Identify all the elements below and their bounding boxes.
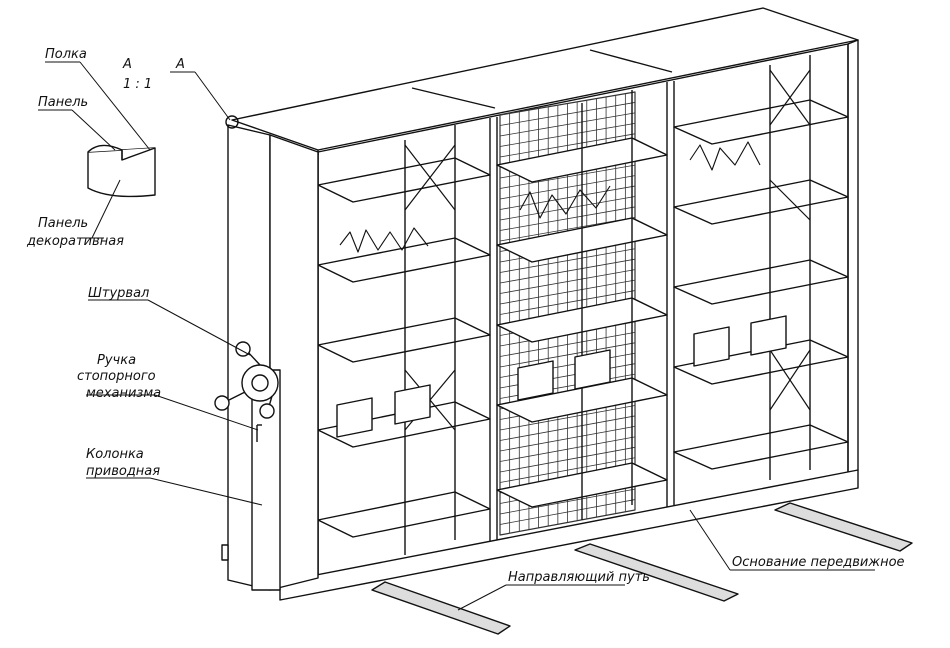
- mesh-wire: [499, 446, 636, 473]
- drive-column: [221, 124, 319, 591]
- mesh-wire: [499, 164, 636, 189]
- mesh-wire: [499, 499, 636, 525]
- mesh-wire: [499, 112, 636, 137]
- mesh-wire: [499, 248, 636, 273]
- mesh-wire: [499, 269, 636, 294]
- mesh-wire: [499, 342, 636, 368]
- shelf-label: Полка: [45, 47, 87, 62]
- handwheel: [214, 341, 279, 419]
- lock-handle-label-1: Ручка: [97, 353, 136, 368]
- shelves: [317, 99, 849, 538]
- lock-handle-label-3: механизма: [86, 386, 161, 401]
- drive-column-label-2: приводная: [86, 464, 160, 479]
- decor-panel-label-2: декоративная: [26, 234, 124, 249]
- drive-column-label-1: Колонка: [86, 447, 144, 462]
- hanging-files: [339, 141, 761, 253]
- view-marker-label: А: [175, 57, 185, 72]
- book-dividers: [336, 315, 787, 438]
- mesh-wire: [499, 415, 636, 441]
- mesh-wire: [499, 206, 636, 231]
- mesh-wire: [499, 122, 636, 147]
- right-side-panel: [847, 39, 859, 475]
- leader-lines: [38, 61, 875, 611]
- mesh-wire: [499, 175, 636, 200]
- guide-rail-2: [574, 543, 739, 602]
- decor-panel-label-1: Панель: [38, 216, 88, 231]
- mesh-wire: [499, 258, 636, 284]
- detail-title: А: [122, 57, 132, 72]
- mesh-wire: [499, 457, 636, 483]
- mesh-wire: [499, 488, 636, 515]
- guide-rail-label: Направляющий путь: [508, 570, 650, 585]
- mesh-wire: [499, 331, 636, 357]
- mesh-wire: [499, 279, 636, 305]
- handwheel-label: Штурвал: [88, 286, 149, 301]
- mesh-wire: [499, 405, 636, 431]
- mesh-wire: [499, 133, 636, 158]
- mobile-base: [279, 469, 859, 601]
- mesh-wire: [499, 102, 636, 126]
- mesh-wire: [499, 426, 636, 452]
- mesh-wire: [499, 290, 636, 315]
- mesh-wire: [499, 196, 636, 221]
- mesh-wire: [499, 436, 636, 462]
- detail-view-a: [87, 144, 156, 198]
- lock-handle: [256, 424, 262, 442]
- detail-marker-circle: [225, 115, 239, 129]
- panel-label: Панель: [38, 95, 88, 110]
- mobile-base-label: Основание передвижное: [732, 555, 905, 570]
- detail-scale: 1 : 1: [123, 77, 152, 92]
- guide-rail-1: [371, 581, 511, 635]
- lock-handle-label-2: стопорного: [77, 369, 156, 384]
- guide-rail-3: [774, 502, 913, 552]
